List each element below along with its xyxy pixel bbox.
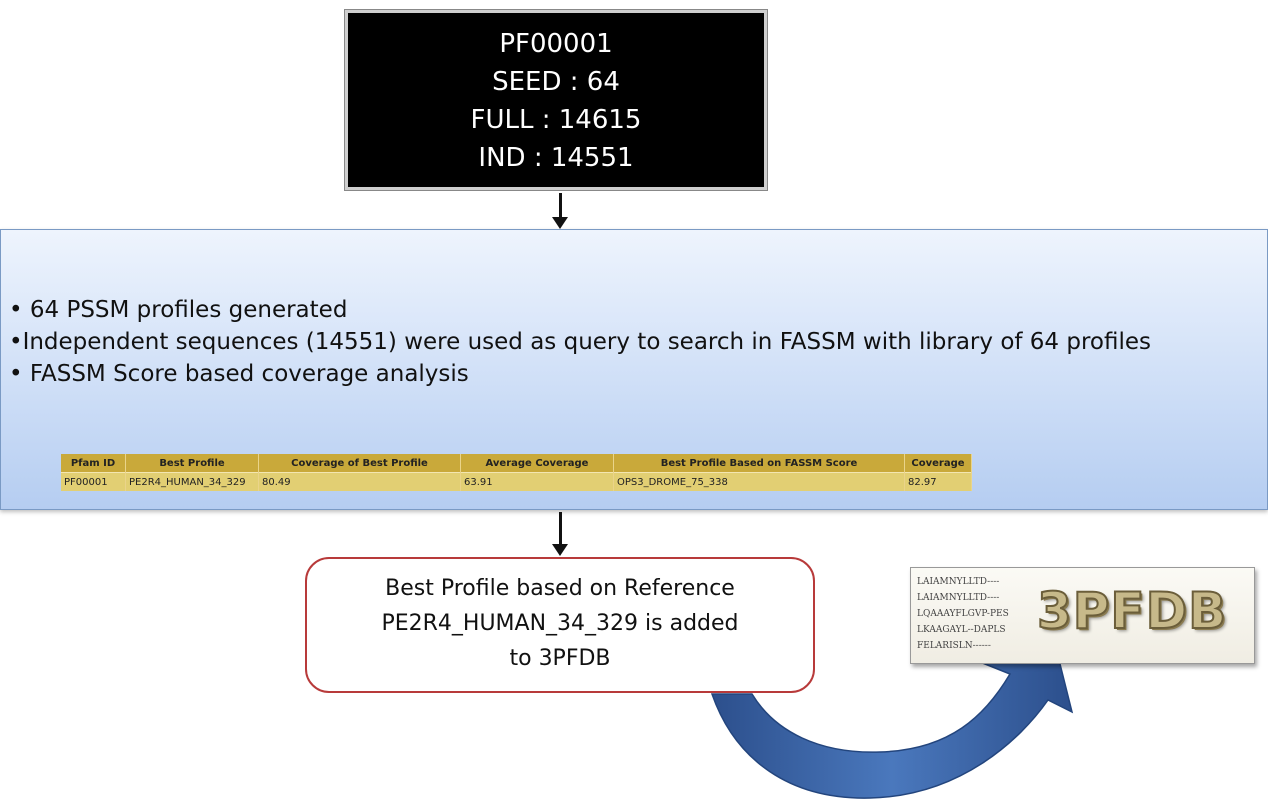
pfam-summary-box: PF00001 SEED : 64 FULL : 14615 IND : 145… — [345, 10, 767, 190]
column-header: Coverage of Best Profile — [258, 454, 461, 473]
arrow-down-2 — [552, 512, 568, 556]
reference-line: PE2R4_HUMAN_34_329 is added — [381, 611, 739, 636]
sequence-line: LAIAMNYLLTD---- — [917, 593, 1000, 603]
sequence-line: LKAAGAYL--DAPLS — [917, 625, 1006, 635]
curved-arrow-shape — [710, 639, 1074, 799]
coverage-table: Pfam ID Best Profile Coverage of Best Pr… — [61, 454, 972, 491]
table-cell: OPS3_DROME_75_338 — [613, 472, 905, 491]
bullet-item: •Independent sequences (14551) were used… — [9, 329, 1152, 355]
reference-profile-box: Best Profile based on Reference PE2R4_HU… — [305, 557, 815, 693]
sequence-line: FELARISLN------ — [917, 641, 991, 651]
sequence-line: LAIAMNYLLTD---- — [917, 577, 1000, 587]
column-header: Average Coverage — [460, 454, 614, 473]
column-header: Best Profile — [125, 454, 259, 473]
bullet-list: • 64 PSSM profiles generated •Independen… — [9, 294, 1259, 390]
bullet-item: • FASSM Score based coverage analysis — [9, 361, 469, 387]
table-cell: 80.49 — [258, 472, 461, 491]
table-header-row: Pfam ID Best Profile Coverage of Best Pr… — [61, 454, 972, 473]
database-panel: LAIAMNYLLTD---- LAIAMNYLLTD---- LQAAAYFL… — [910, 567, 1255, 664]
table-cell: PE2R4_HUMAN_34_329 — [125, 472, 259, 491]
arrow-down-1 — [552, 193, 568, 229]
table-cell: 63.91 — [460, 472, 614, 491]
ind-count-label: IND : 14551 — [478, 143, 634, 173]
seed-count-label: SEED : 64 — [492, 67, 620, 97]
column-header: Pfam ID — [61, 454, 126, 473]
table-cell: PF00001 — [61, 472, 126, 491]
database-logo: 3PFDB — [1036, 581, 1228, 641]
analysis-panel: • 64 PSSM profiles generated •Independen… — [0, 229, 1268, 510]
pfam-id-label: PF00001 — [499, 29, 613, 59]
column-header: Best Profile Based on FASSM Score — [613, 454, 905, 473]
reference-line: Best Profile based on Reference — [385, 576, 735, 601]
reference-line: to 3PFDB — [509, 646, 611, 671]
table-row: PF00001 PE2R4_HUMAN_34_329 80.49 63.91 O… — [61, 472, 972, 491]
sequence-alignment: LAIAMNYLLTD---- LAIAMNYLLTD---- LQAAAYFL… — [917, 574, 1012, 654]
table-cell: 82.97 — [904, 472, 972, 491]
full-count-label: FULL : 14615 — [470, 105, 642, 135]
sequence-line: LQAAAYFLGVP-PES — [917, 609, 1009, 619]
column-header: Coverage — [904, 454, 972, 473]
bullet-item: • 64 PSSM profiles generated — [9, 297, 348, 323]
